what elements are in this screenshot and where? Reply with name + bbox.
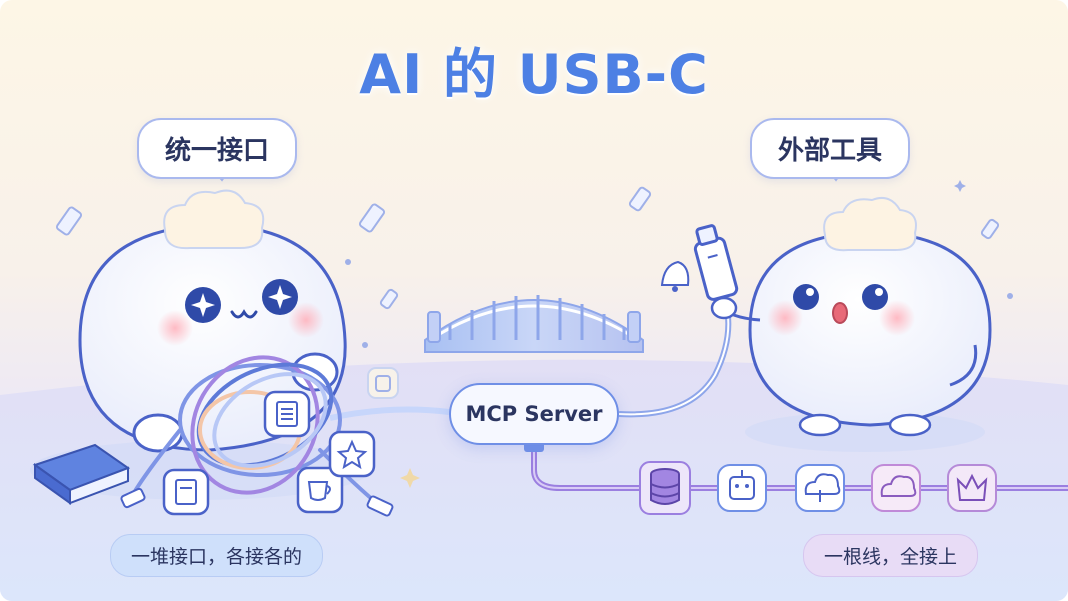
coffee-cup-icon (296, 466, 344, 514)
cloud-upload-icon (795, 464, 845, 512)
book-icon (32, 443, 131, 505)
left-speech-bubble: 统一接口 (137, 118, 298, 179)
page-title: AI 的 USB-C (359, 43, 709, 106)
usb-plug-icon (693, 224, 739, 301)
right-character (710, 197, 992, 437)
robot-icon (717, 464, 767, 512)
right-speech-bubble: 外部工具 (750, 118, 911, 179)
star-badge-icon (328, 430, 376, 478)
right-cloud-hat (823, 197, 917, 252)
left-cloud-hat (163, 189, 265, 250)
floating-plug-decor (55, 186, 1000, 310)
left-cable (329, 406, 450, 421)
sparkle-decor (345, 180, 1013, 488)
usb-plug-small-icon (120, 487, 394, 517)
right-caption: 一根线，全接上 (803, 534, 979, 577)
bell-icon (660, 260, 690, 292)
cloud-icon (871, 464, 921, 512)
jar-icon (367, 367, 399, 399)
bridge (424, 295, 644, 353)
mcp-server-label: MCP Server (465, 402, 603, 426)
document-icon (263, 390, 311, 438)
left-caption: 一堆接口，各接各的 (110, 534, 324, 577)
crown-icon (947, 464, 997, 512)
notepad-icon (162, 468, 210, 516)
mcp-server-node: MCP Server (449, 383, 619, 445)
database-icon (639, 461, 691, 515)
